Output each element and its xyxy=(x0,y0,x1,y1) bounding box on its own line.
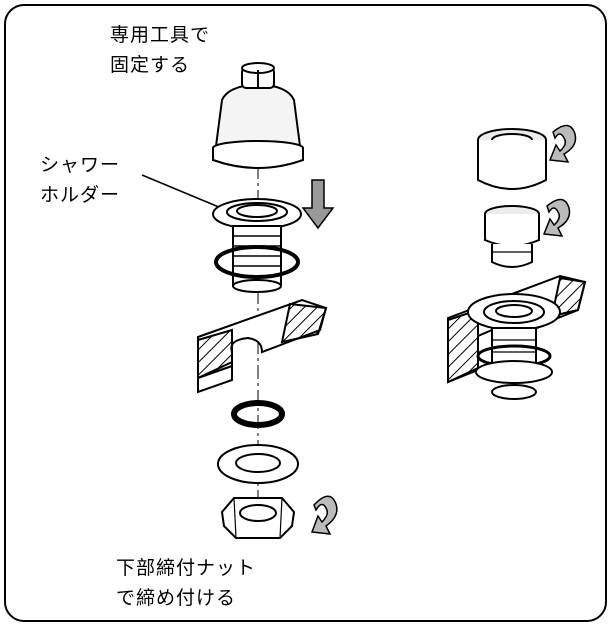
cap-part xyxy=(477,128,547,190)
rotate-arrow-icon-adapter xyxy=(542,198,571,237)
adapter-part xyxy=(484,205,540,268)
diagram-frame xyxy=(4,4,607,622)
shower-holder-label: シャワー ホルダー xyxy=(40,150,120,210)
shower-holder-line1: シャワー xyxy=(40,154,121,176)
nut-instruction-line2: で締め付ける xyxy=(116,587,237,609)
washer xyxy=(217,444,299,484)
rotate-arrow-icon-cap xyxy=(548,124,577,163)
holder-leader-line xyxy=(141,174,227,211)
down-arrow-icon xyxy=(301,179,335,230)
tool-instruction-line1: 専用工具で xyxy=(110,24,211,46)
shower-holder-line2: ホルダー xyxy=(40,184,121,206)
nut-instruction-label: 下部締付ナット で締め付ける xyxy=(116,553,256,613)
nut-instruction-line1: 下部締付ナット xyxy=(116,557,257,579)
installed-assembly xyxy=(447,274,587,400)
tool-instruction-line2: 固定する xyxy=(110,54,191,76)
rotate-arrow-icon xyxy=(310,495,338,535)
shower-holder xyxy=(212,198,302,293)
countertop-section xyxy=(197,298,328,394)
o-ring xyxy=(231,400,285,428)
special-tool xyxy=(212,62,304,169)
tool-instruction-label: 専用工具で 固定する xyxy=(110,20,210,80)
lower-nut xyxy=(220,497,296,539)
